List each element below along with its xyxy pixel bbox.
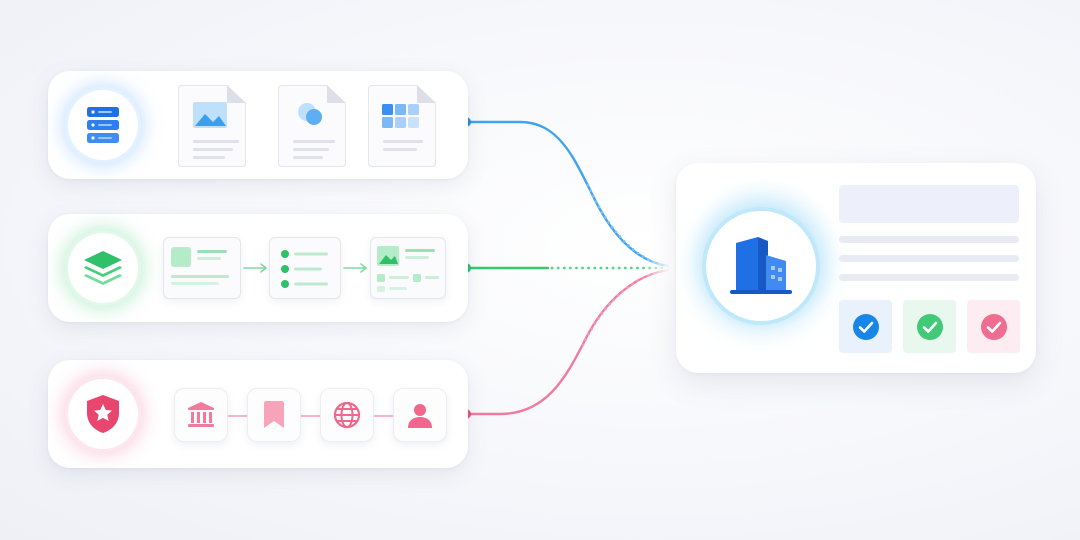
- office-building-icon: [730, 237, 792, 294]
- list-card-icon: [281, 250, 328, 288]
- text-line: [839, 255, 1019, 262]
- media-card-icon: [377, 246, 439, 292]
- globe-icon: [333, 401, 361, 429]
- user-tile: [393, 388, 447, 442]
- list-card: [269, 237, 341, 299]
- arrow-icon: [243, 263, 268, 273]
- bookmark-icon: [264, 401, 284, 428]
- image-card-icon: [171, 247, 229, 285]
- pipeline-source-panel: [48, 214, 468, 322]
- green-check-icon: [916, 313, 943, 340]
- blue-check-icon: [852, 313, 879, 340]
- layers-circle: [68, 233, 138, 303]
- bank-tile: [174, 388, 228, 442]
- pink-check-icon: [980, 313, 1007, 340]
- stacked-layers-icon: [84, 251, 122, 285]
- header-bar: [839, 185, 1019, 223]
- destination-card: [676, 163, 1036, 373]
- bookmark-tile: [247, 388, 301, 442]
- media-card: [370, 237, 446, 299]
- green-check-tile: [903, 300, 956, 353]
- identity-source-panel: [48, 360, 468, 468]
- globe-tile: [320, 388, 374, 442]
- database-server-icon: [87, 107, 119, 143]
- text-line: [839, 274, 1019, 281]
- blue-connection: [464, 120, 670, 268]
- pink-connection: [464, 268, 670, 416]
- grid-file-icon: [382, 104, 419, 128]
- image-card: [163, 237, 241, 299]
- database-circle: [68, 90, 138, 160]
- user-icon: [408, 404, 432, 428]
- building-hub: [706, 211, 816, 321]
- shield-star-icon: [87, 395, 119, 433]
- shapes-file-icon: [298, 103, 322, 125]
- image-file-icon: [193, 102, 227, 128]
- pink-check-tile: [967, 300, 1020, 353]
- shield-circle: [68, 379, 138, 449]
- text-line: [839, 236, 1019, 243]
- bank-icon: [188, 402, 214, 427]
- blue-check-tile: [839, 300, 892, 353]
- files-source-panel: [48, 71, 468, 179]
- arrow-icon: [343, 263, 368, 273]
